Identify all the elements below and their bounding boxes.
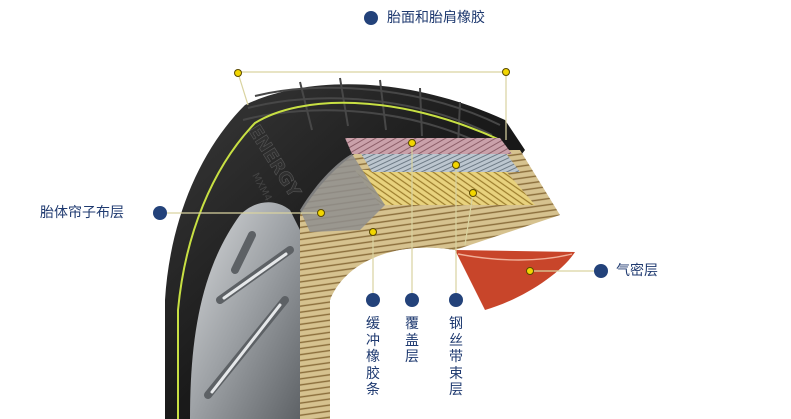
bullet-ply bbox=[153, 206, 167, 220]
label-tread-shoulder: 胎面和胎肩橡胶 bbox=[387, 10, 485, 26]
bullet-cap bbox=[405, 293, 419, 307]
label-cap-ply: 覆盖层 bbox=[405, 316, 419, 365]
point-steel-belt-b bbox=[469, 189, 477, 197]
label-innerliner: 气密层 bbox=[616, 263, 658, 279]
innerliner-layer bbox=[455, 250, 575, 310]
point-tread-right bbox=[502, 68, 510, 76]
point-tread-left bbox=[234, 69, 242, 77]
bullet-steel-belt bbox=[449, 293, 463, 307]
label-carcass-ply: 胎体帘子布层 bbox=[40, 205, 124, 221]
cap-layer bbox=[360, 152, 520, 172]
label-cushion-strip: 缓冲橡胶条 bbox=[366, 316, 380, 398]
point-ply bbox=[317, 209, 325, 217]
point-steel-belt-a bbox=[452, 161, 460, 169]
bullet-tread bbox=[364, 11, 378, 25]
carcass-outline bbox=[177, 101, 501, 419]
point-innerliner bbox=[526, 267, 534, 275]
bullet-innerliner bbox=[594, 264, 608, 278]
tread-pink-layer bbox=[345, 138, 512, 154]
bullet-cushion bbox=[366, 293, 380, 307]
point-cap bbox=[408, 139, 416, 147]
label-steel-belt: 钢丝带束层 bbox=[449, 316, 463, 398]
wheel-rim bbox=[190, 202, 300, 419]
belt-layer bbox=[355, 170, 535, 205]
point-cushion bbox=[369, 228, 377, 236]
tread-grooves bbox=[242, 77, 501, 147]
